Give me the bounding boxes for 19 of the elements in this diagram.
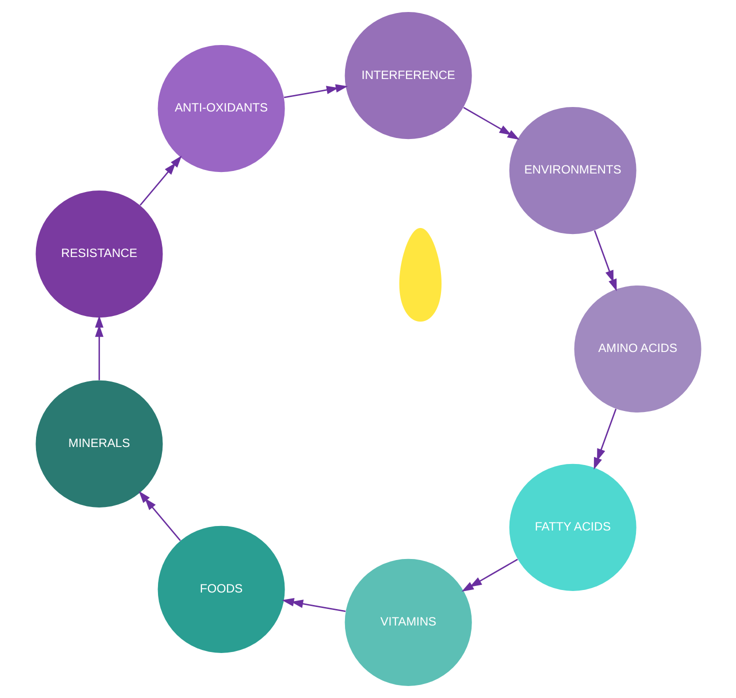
node-circle: INTERFERENCE xyxy=(344,12,472,140)
arrow xyxy=(462,106,520,140)
arrow xyxy=(283,84,348,98)
arrow xyxy=(139,156,182,206)
arrow xyxy=(281,598,346,612)
node-circle: ANTI-OXIDANTS xyxy=(157,45,284,172)
node-person xyxy=(398,228,442,322)
arrow xyxy=(94,316,103,380)
node-circle: FATTY ACIDS xyxy=(508,464,636,591)
arrow xyxy=(593,408,616,470)
node-circle: VITAMINS xyxy=(344,558,472,686)
node-circle: FOODS xyxy=(157,526,284,653)
arrow xyxy=(138,491,180,542)
node-circle: MINERALS xyxy=(35,380,162,508)
node-circle: ENVIRONMENTS xyxy=(508,107,636,234)
arrow xyxy=(593,230,616,292)
node-circle: RESISTANCE xyxy=(35,190,162,318)
arrow xyxy=(461,558,518,592)
node-circle: AMINO ACIDS xyxy=(574,285,701,413)
